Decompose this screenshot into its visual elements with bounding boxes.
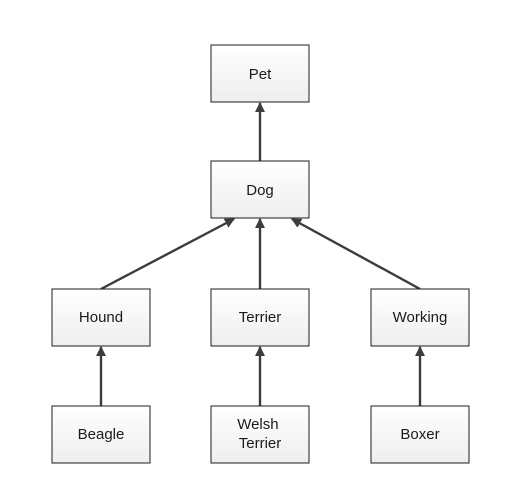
node-pet-label: Pet	[249, 66, 272, 83]
node-beagle-label: Beagle	[78, 426, 125, 443]
node-working[interactable]: Working	[370, 288, 470, 347]
edges	[96, 102, 425, 406]
node-dog-label: Dog	[246, 182, 274, 199]
node-terrier-label: Terrier	[239, 309, 282, 326]
node-hound[interactable]: Hound	[51, 288, 151, 347]
node-beagle[interactable]: Beagle	[51, 405, 151, 464]
node-hound-label: Hound	[79, 309, 123, 326]
node-boxer[interactable]: Boxer	[370, 405, 470, 464]
node-working-label: Working	[393, 309, 448, 326]
node-pet[interactable]: Pet	[210, 44, 310, 103]
node-terrier[interactable]: Terrier	[210, 288, 310, 347]
node-welsh-terrier-label: Welsh Terrier	[237, 416, 283, 452]
node-welsh-terrier[interactable]: Welsh Terrier	[210, 405, 310, 464]
node-dog[interactable]: Dog	[210, 160, 310, 219]
nodes: Pet Dog Hound Terrier Working Beagle Wel…	[51, 44, 470, 464]
node-welsh-terrier-label-line-2: Terrier	[239, 435, 282, 452]
edge-working-to-dog	[291, 217, 421, 291]
node-boxer-label: Boxer	[400, 426, 439, 443]
edge-hound-to-dog	[100, 217, 235, 291]
node-welsh-terrier-label-line-1: Welsh	[237, 416, 278, 433]
